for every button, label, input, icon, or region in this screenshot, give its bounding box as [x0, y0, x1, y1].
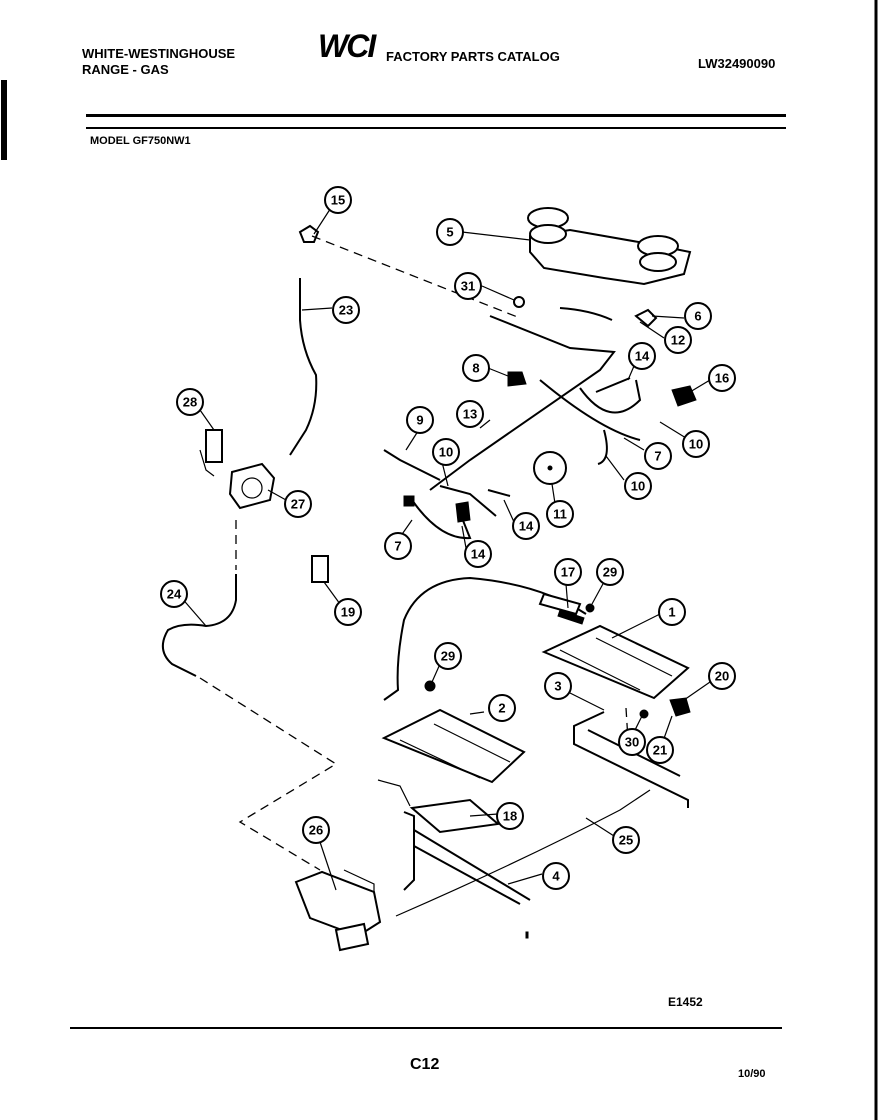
- callout-8: 8: [462, 354, 490, 382]
- callout-label: 14: [471, 547, 486, 562]
- callout-27: 27: [284, 490, 312, 518]
- callout-30: 30: [618, 728, 646, 756]
- callout-label: 19: [341, 605, 355, 620]
- callout-29: 29: [596, 558, 624, 586]
- part-drawings: [161, 207, 697, 952]
- callout-7: 7: [644, 442, 672, 470]
- callout-10: 10: [624, 472, 652, 500]
- callout-13: 13: [456, 400, 484, 428]
- model-label: MODEL GF750NW1: [90, 135, 191, 147]
- callout-label: 13: [463, 407, 477, 422]
- callout-3: 3: [544, 672, 572, 700]
- callout-label: 10: [439, 445, 453, 460]
- callout-label: 28: [183, 395, 197, 410]
- callout-19: 19: [334, 598, 362, 626]
- callout-4: 4: [542, 862, 570, 890]
- callout-label: 2: [498, 701, 505, 716]
- callout-label: 4: [552, 869, 560, 884]
- callout-15: 15: [324, 186, 352, 214]
- callout-label: 16: [715, 371, 729, 386]
- callout-17: 17: [554, 558, 582, 586]
- callout-label: 8: [472, 361, 479, 376]
- callout-label: 21: [653, 743, 667, 758]
- callout-label: 3: [554, 679, 561, 694]
- callout-label: 23: [339, 303, 353, 318]
- callout-label: 10: [631, 479, 645, 494]
- callout-label: 14: [635, 349, 650, 364]
- callout-label: 11: [553, 507, 567, 522]
- callout-label: 6: [694, 309, 701, 324]
- callout-7: 7: [384, 532, 412, 560]
- callout-26: 26: [302, 816, 330, 844]
- callout-label: 7: [654, 449, 661, 464]
- callout-label: 29: [603, 565, 617, 580]
- callout-label: 26: [309, 823, 323, 838]
- callout-11: 11: [546, 500, 574, 528]
- callout-2: 2: [488, 694, 516, 722]
- product-type: RANGE - GAS: [82, 62, 169, 77]
- callout-label: 20: [715, 669, 729, 684]
- callout-28: 28: [176, 388, 204, 416]
- callout-31: 31: [454, 272, 482, 300]
- callout-label: 25: [619, 833, 633, 848]
- callout-label: 15: [331, 193, 345, 208]
- callout-label: 31: [461, 279, 475, 294]
- callout-10: 10: [682, 430, 710, 458]
- callout-24: 24: [160, 580, 188, 608]
- callout-label: 1: [668, 605, 675, 620]
- callout-14: 14: [512, 512, 540, 540]
- leader-lines: [179, 199, 711, 891]
- callout-16: 16: [708, 364, 736, 392]
- callout-label: 17: [561, 565, 575, 580]
- callout-label: 9: [416, 413, 423, 428]
- callout-14: 14: [628, 342, 656, 370]
- callout-label: 5: [446, 225, 453, 240]
- page-number: C12: [410, 1056, 440, 1073]
- callout-10: 10: [432, 438, 460, 466]
- callout-23: 23: [332, 296, 360, 324]
- callout-20: 20: [708, 662, 736, 690]
- callout-14: 14: [464, 540, 492, 568]
- callout-1: 1: [658, 598, 686, 626]
- callout-25: 25: [612, 826, 640, 854]
- callout-label: 24: [167, 587, 182, 602]
- callout-18: 18: [496, 802, 524, 830]
- callout-label: 29: [441, 649, 455, 664]
- callout-label: 12: [671, 333, 685, 348]
- callout-5: 5: [436, 218, 464, 246]
- callout-6: 6: [684, 302, 712, 330]
- revision-date: 10/90: [738, 1068, 766, 1080]
- callout-label: 27: [291, 497, 305, 512]
- callout-label: 30: [625, 735, 639, 750]
- header-rule-top: [86, 114, 786, 117]
- callout-label: 7: [394, 539, 401, 554]
- diagram-code: E1452: [668, 995, 703, 1009]
- header-rule-bottom: [86, 127, 786, 129]
- footer-rule: [70, 1027, 782, 1029]
- catalog-title: FACTORY PARTS CATALOG: [386, 49, 560, 64]
- brand-name: WHITE-WESTINGHOUSE: [82, 46, 236, 61]
- callout-label: 18: [503, 809, 517, 824]
- callout-21: 21: [646, 736, 674, 764]
- callout-9: 9: [406, 406, 434, 434]
- document-id: LW32490090: [698, 56, 776, 71]
- callout-12: 12: [664, 326, 692, 354]
- callout-label: 14: [519, 519, 534, 534]
- callout-29: 29: [434, 642, 462, 670]
- callout-label: 10: [689, 437, 703, 452]
